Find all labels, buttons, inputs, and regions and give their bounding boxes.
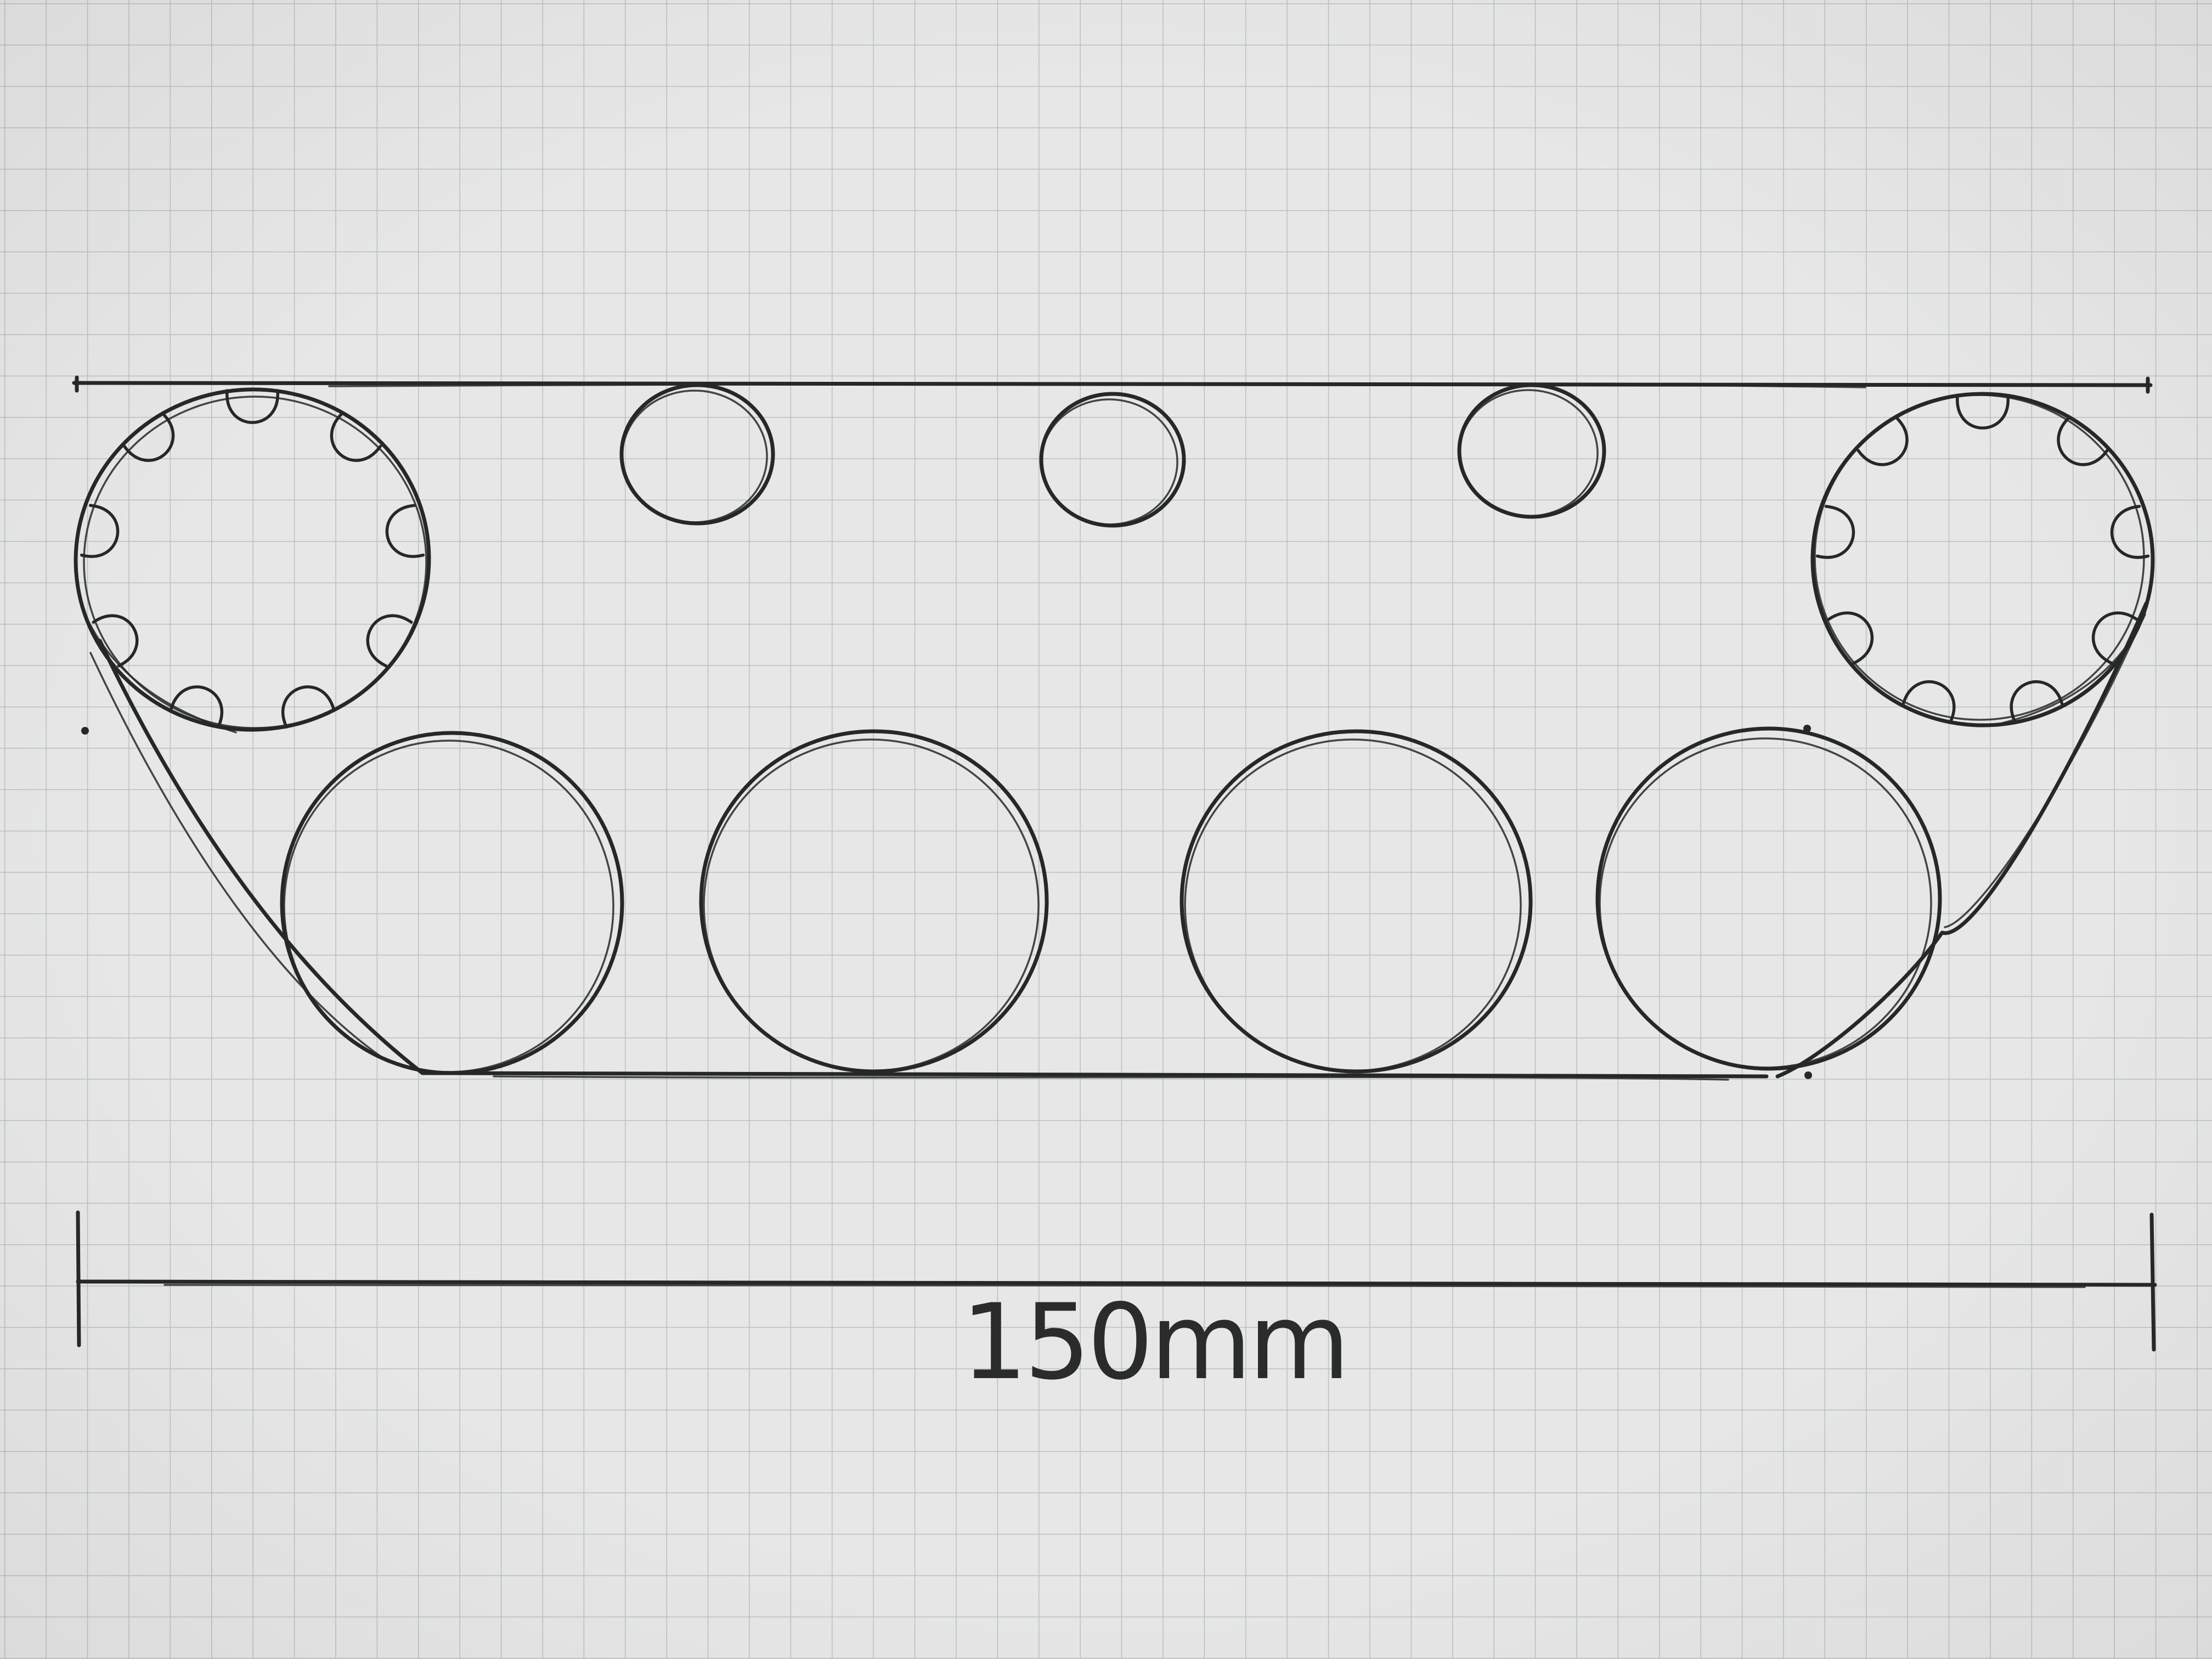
sprocket-tooth-notch — [2110, 505, 2150, 559]
tank-track-sketch — [72, 375, 2155, 1081]
sprocket-tooth-notch — [366, 614, 413, 668]
return-roller-3 — [1457, 383, 1606, 519]
sprocket-tooth-notch — [2010, 680, 2064, 724]
dimension-annotation: 150mm — [76, 1210, 2157, 1403]
dimension-left-end-tick — [76, 1210, 81, 1347]
top-reference-line-stroke — [328, 382, 1866, 388]
sprocket-tooth-notch — [225, 389, 279, 424]
sprocket-tooth-notch — [123, 412, 175, 462]
track-lower-run — [420, 1071, 1769, 1079]
sprocket-tooth-notch — [1857, 416, 1909, 466]
sprocket-tooth-notch — [2091, 611, 2138, 665]
sprocket-tooth-notch — [169, 685, 223, 729]
top-reference-line — [72, 380, 2153, 387]
construction-dot-left — [81, 727, 89, 735]
rear-sprocket-wheel — [1810, 392, 2155, 727]
return-roller-2 — [1039, 392, 1186, 528]
return-roller-1 — [619, 383, 775, 526]
rear-sprocket-teeth — [1815, 394, 2150, 724]
sprocket-tooth-notch — [1956, 394, 2010, 430]
sprocket-tooth-notch — [80, 504, 120, 558]
dimension-line — [76, 1279, 2157, 1287]
road-wheel-4 — [1595, 726, 1942, 1071]
sprocket-tooth-notch — [1901, 680, 1956, 724]
sprocket-tooth-notch — [92, 614, 139, 668]
construction-dot-right — [1804, 1071, 1812, 1079]
track-lower-run-stroke — [493, 1075, 1729, 1081]
sprocket-tooth-notch — [281, 685, 336, 729]
dimension-line-stroke — [163, 1283, 2086, 1288]
sprocket-tooth-notch — [385, 504, 425, 558]
road-wheel-3 — [1180, 729, 1533, 1074]
sprocket-tooth-notch — [1815, 505, 1855, 559]
front-sprocket-teeth — [80, 389, 425, 729]
dimension-label: 150mm — [961, 1282, 1347, 1403]
track-right-slope-stroke — [1944, 624, 2141, 928]
construction-dot-top — [1803, 725, 1811, 732]
track-left-slope — [98, 639, 425, 1075]
sprocket-tooth-notch — [330, 412, 382, 462]
front-sprocket-wheel — [74, 387, 431, 732]
road-wheel-1 — [280, 731, 624, 1075]
road-wheel-2 — [699, 729, 1049, 1074]
dimension-right-end-tick — [2149, 1212, 2156, 1352]
track-left-slope-stroke — [89, 652, 385, 1060]
sprocket-tooth-notch — [1827, 611, 1874, 665]
track-right-slope — [1775, 601, 2148, 1079]
sprocket-tooth-notch — [2057, 416, 2109, 466]
